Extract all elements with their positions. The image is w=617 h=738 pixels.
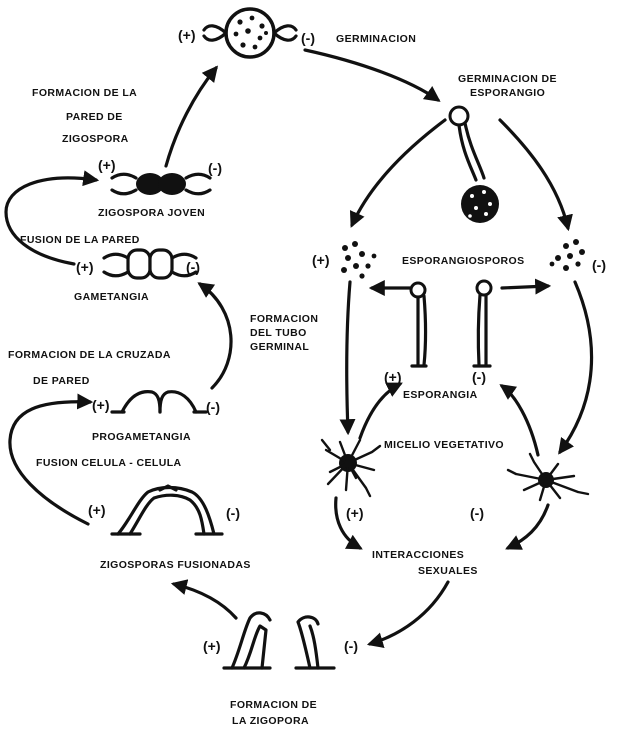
formation-plus-sign: (+) — [203, 638, 221, 654]
gametangia-minus-sign: (-) — [186, 259, 200, 275]
arrow-to-sporangium-germination — [305, 50, 438, 100]
mycelium-minus-sign: (-) — [470, 505, 484, 521]
germinacion-esporangio-label-line1: GERMINACION DE — [458, 73, 557, 85]
sporangia-illustration — [411, 281, 491, 366]
arrow-minus-mycelium-to-interactions — [508, 505, 548, 548]
formation-minus-sign: (-) — [344, 638, 358, 654]
arrow-to-minus-spores — [500, 120, 568, 228]
esporangia-label: ESPORANGIA — [403, 389, 478, 401]
mycelium-plus-sign: (+) — [346, 505, 364, 521]
germinating-sporangium-illustration — [450, 107, 499, 223]
gametangia-illustration — [104, 250, 196, 278]
spores-plus-sign: (+) — [312, 252, 330, 268]
esporangia-plus-sign: (+) — [384, 369, 402, 385]
arrow-sporangium-to-minus-spores — [502, 286, 548, 288]
minus-spores-illustration — [550, 239, 585, 271]
gametangia-plus-sign: (+) — [76, 259, 94, 275]
arrow-left-loop-upper — [6, 178, 96, 264]
esporangiosporos-label: ESPORANGIOSPOROS — [402, 255, 525, 267]
formacion-cruzada-label-line1: FORMACION DE LA CRUZADA — [8, 349, 171, 361]
progametangia-illustration — [112, 392, 206, 412]
arrow-plus-spores-to-mycelium — [347, 282, 350, 432]
arrow-plus-mycelium-to-sporangia — [360, 384, 400, 438]
germinacion-esporangio-label-line2: ESPORANGIO — [470, 87, 545, 99]
gametangia-label: GAMETANGIA — [74, 291, 149, 303]
arrow-formation-to-fused-zygospores — [174, 584, 236, 618]
interacciones-label-line2: SEXUALES — [418, 565, 478, 577]
formacion-cruzada-label-line2: DE PARED — [33, 375, 90, 387]
formacion-pared-label-line3: ZIGOSPORA — [62, 133, 129, 145]
arrow-interactions-to-zygospore-formation — [370, 582, 448, 644]
interacciones-label-line1: INTERACCIONES — [372, 549, 464, 561]
spores-minus-sign: (-) — [592, 257, 606, 273]
fusion-pared-label: FUSION DE LA PARED — [20, 234, 140, 246]
minus-mycelium-illustration — [508, 454, 588, 500]
fused-zygospores-illustration — [112, 486, 222, 534]
formacion-pared-label-line1: FORMACION DE LA — [32, 87, 137, 99]
fused-plus-sign: (+) — [88, 502, 106, 518]
young-zygospore-illustration — [112, 173, 210, 195]
formacion-zigospora-label-line1: FORMACION DE — [230, 699, 317, 711]
plus-spores-illustration — [341, 241, 376, 279]
germinating-zygospore-illustration — [204, 9, 296, 57]
formacion-tubo-label-line3: GERMINAL — [250, 341, 309, 353]
formacion-zigospora-label-line2: LA ZIGOPORA — [232, 715, 309, 727]
germination-minus-sign: (-) — [301, 30, 315, 46]
progametangia-minus-sign: (-) — [206, 399, 220, 415]
young-zygospore-minus-sign: (-) — [208, 160, 222, 176]
zygospore-formation-hyphae-illustration — [224, 613, 334, 668]
zigosporas-fusionadas-label: ZIGOSPORAS FUSIONADAS — [100, 559, 251, 571]
arrow-young-zygospore-to-germination — [166, 68, 216, 166]
progametangia-plus-sign: (+) — [92, 397, 110, 413]
germinacion-label: GERMINACION — [336, 33, 416, 45]
esporangia-minus-sign: (-) — [472, 369, 486, 385]
formacion-tubo-label-line2: DEL TUBO — [250, 327, 307, 339]
arrow-minus-spores-to-mycelium — [560, 282, 592, 452]
arrow-progametangia-to-gametangia — [200, 284, 231, 388]
arrow-minus-mycelium-to-sporangia — [502, 386, 538, 455]
fusion-celula-label: FUSION CELULA - CELULA — [36, 457, 182, 469]
progametangia-label: PROGAMETANGIA — [92, 431, 191, 443]
micelio-label: MICELIO VEGETATIVO — [384, 439, 504, 451]
plus-mycelium-illustration — [322, 440, 380, 496]
germination-plus-sign: (+) — [178, 27, 196, 43]
young-zygospore-plus-sign: (+) — [98, 157, 116, 173]
formacion-tubo-label-line1: FORMACION — [250, 313, 318, 325]
formacion-pared-label-line2: PARED DE — [66, 111, 123, 123]
zigospora-joven-label: ZIGOSPORA JOVEN — [98, 207, 205, 219]
arrow-to-plus-spores — [352, 120, 445, 225]
fused-minus-sign: (-) — [226, 505, 240, 521]
